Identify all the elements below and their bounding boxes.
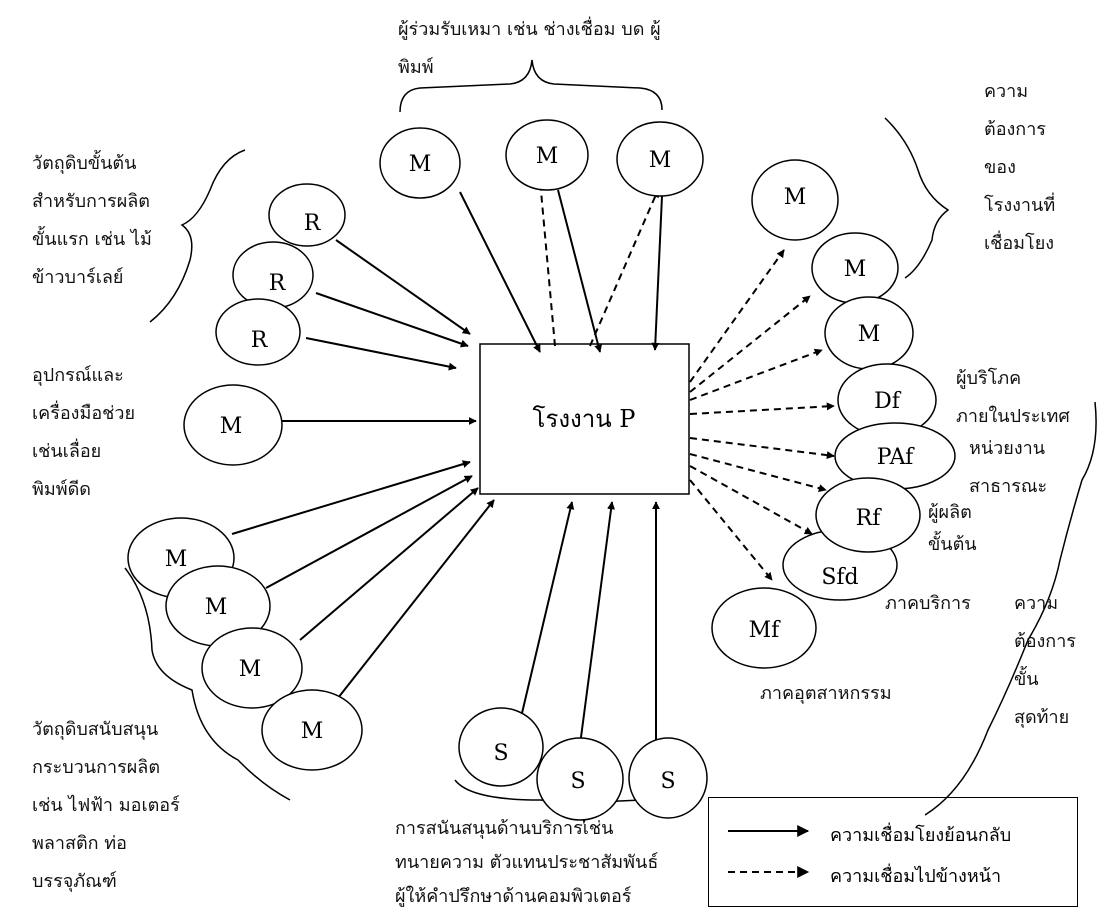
arrow-m-sup3 [299,487,479,641]
arrow-m-top3 [651,195,663,351]
label-primary-producer: ผู้ผลิต ขั้นต้น [928,502,977,555]
node-m-top1 [379,127,461,199]
legend-backward-label: ความเชื่อมโยงย้อนกลับ [830,825,1012,846]
legend-forward-label: ความเชื่อมไปข้างหน้า [830,866,1002,887]
arrow-r1 [335,239,471,335]
node-s3 [628,737,708,819]
node-s3-label: S [660,769,675,794]
node-m-top2-label: M [536,144,559,169]
node-m-top1-label: M [409,152,432,177]
node-r1 [268,183,346,247]
node-mf-label: Mf [749,618,782,643]
node-m-sup1-label: M [165,547,188,572]
node-m-top2 [505,119,589,191]
arrow-m-sup1 [231,460,471,535]
node-m-r3-label: M [858,322,881,347]
label-equipment: อุปกรณ์และ เครื่องมือช่วย เช่นเลื่อย พิม… [32,365,136,500]
node-m-sup2-label: M [205,595,228,620]
node-m-top3 [616,121,704,197]
node-r3 [215,298,301,366]
arrow-fwd-m-r2 [689,295,811,393]
node-s2-label: S [570,769,585,794]
brace-final-demand [924,401,1097,816]
arrow-r3 [305,337,457,371]
arrow-fwd-paf [689,437,835,460]
node-m-sup4-label: M [301,719,324,744]
arrow-fwd-m-top3 [589,189,659,347]
label-industrial-sector: ภาคอุตสาหกรรม [760,683,892,704]
node-r1-label: R [304,211,322,236]
node-rf-label: Rf [856,506,883,531]
legend [708,797,1078,907]
node-m-tool-label: M [220,414,243,439]
node-mf [711,587,817,669]
label-supporting-materials: วัตถุดิบสนับสนุน กระบวนการผลิต เช่น ไฟฟ้… [32,719,180,892]
node-m-r1-label: M [784,185,807,210]
factory-label: โรงงาน P [533,405,636,433]
label-linked-demand: ความ ต้องการ ของ โรงงานที่ เชื่อมโยง [984,81,1056,254]
label-service-sector: ภาคบริการ [885,593,971,614]
arrow-fwd-df [689,402,835,415]
arrow-s1 [517,501,575,731]
node-m-top3-label: M [649,148,672,173]
node-s1-label: S [493,741,508,766]
node-m-r2-label: M [844,257,867,282]
node-m-sup3 [201,627,303,709]
arrow-m-top1 [459,191,541,353]
arrow-s2 [577,501,616,761]
label-domestic-consumer: ผู้บริโภค ภายในประเทศ [956,368,1070,427]
node-m-sup4 [261,689,363,771]
arrow-fwd-rf [689,453,827,493]
brace-subcontractors [399,59,663,113]
node-s1 [458,707,544,787]
arrow-m-top2 [557,189,603,353]
node-r2-label: R [269,271,287,296]
label-public-agency: หน่วยงาน สาธารณะ [969,438,1048,497]
node-m-r1 [751,159,839,241]
arrow-fwd-sfd [689,465,813,535]
node-m-sup3-label: M [239,657,262,682]
node-rf [815,477,921,553]
factory-box [479,343,690,495]
node-m-tool [183,384,283,466]
arrow-r2 [315,292,469,348]
node-paf-label: PAf [877,445,915,470]
arrow-m-sup4 [337,499,495,699]
node-r3-label: R [251,328,269,353]
label-subcontractors: ผู้ร่วมรับเหมา เช่น ช่างเชื่อม บด ผู้ พิ… [398,19,661,78]
arrow-fwd-mf [689,479,773,581]
brace-raw-materials [149,149,246,323]
brace-linked-demand [884,117,950,279]
arrow-m-sup2 [265,475,473,589]
node-df-label: Df [874,389,902,414]
arrow-fwd-m-r1 [689,249,785,383]
brace-supporting [124,567,291,801]
node-s2 [536,737,624,821]
node-sfd-label: Sfd [821,565,858,590]
label-services: การสนันสนุนด้านบริการเช่น ทนายความ ตัวแท… [395,818,659,907]
label-final-demand: ความ ต้องการ ขั้น สุดท้าย [1014,593,1076,728]
arrow-fwd-m-top1 [536,179,556,347]
label-raw-materials: วัตถุดิบขั้นต้น สำหรับการผลิต ขั้นแรก เช… [32,153,152,288]
